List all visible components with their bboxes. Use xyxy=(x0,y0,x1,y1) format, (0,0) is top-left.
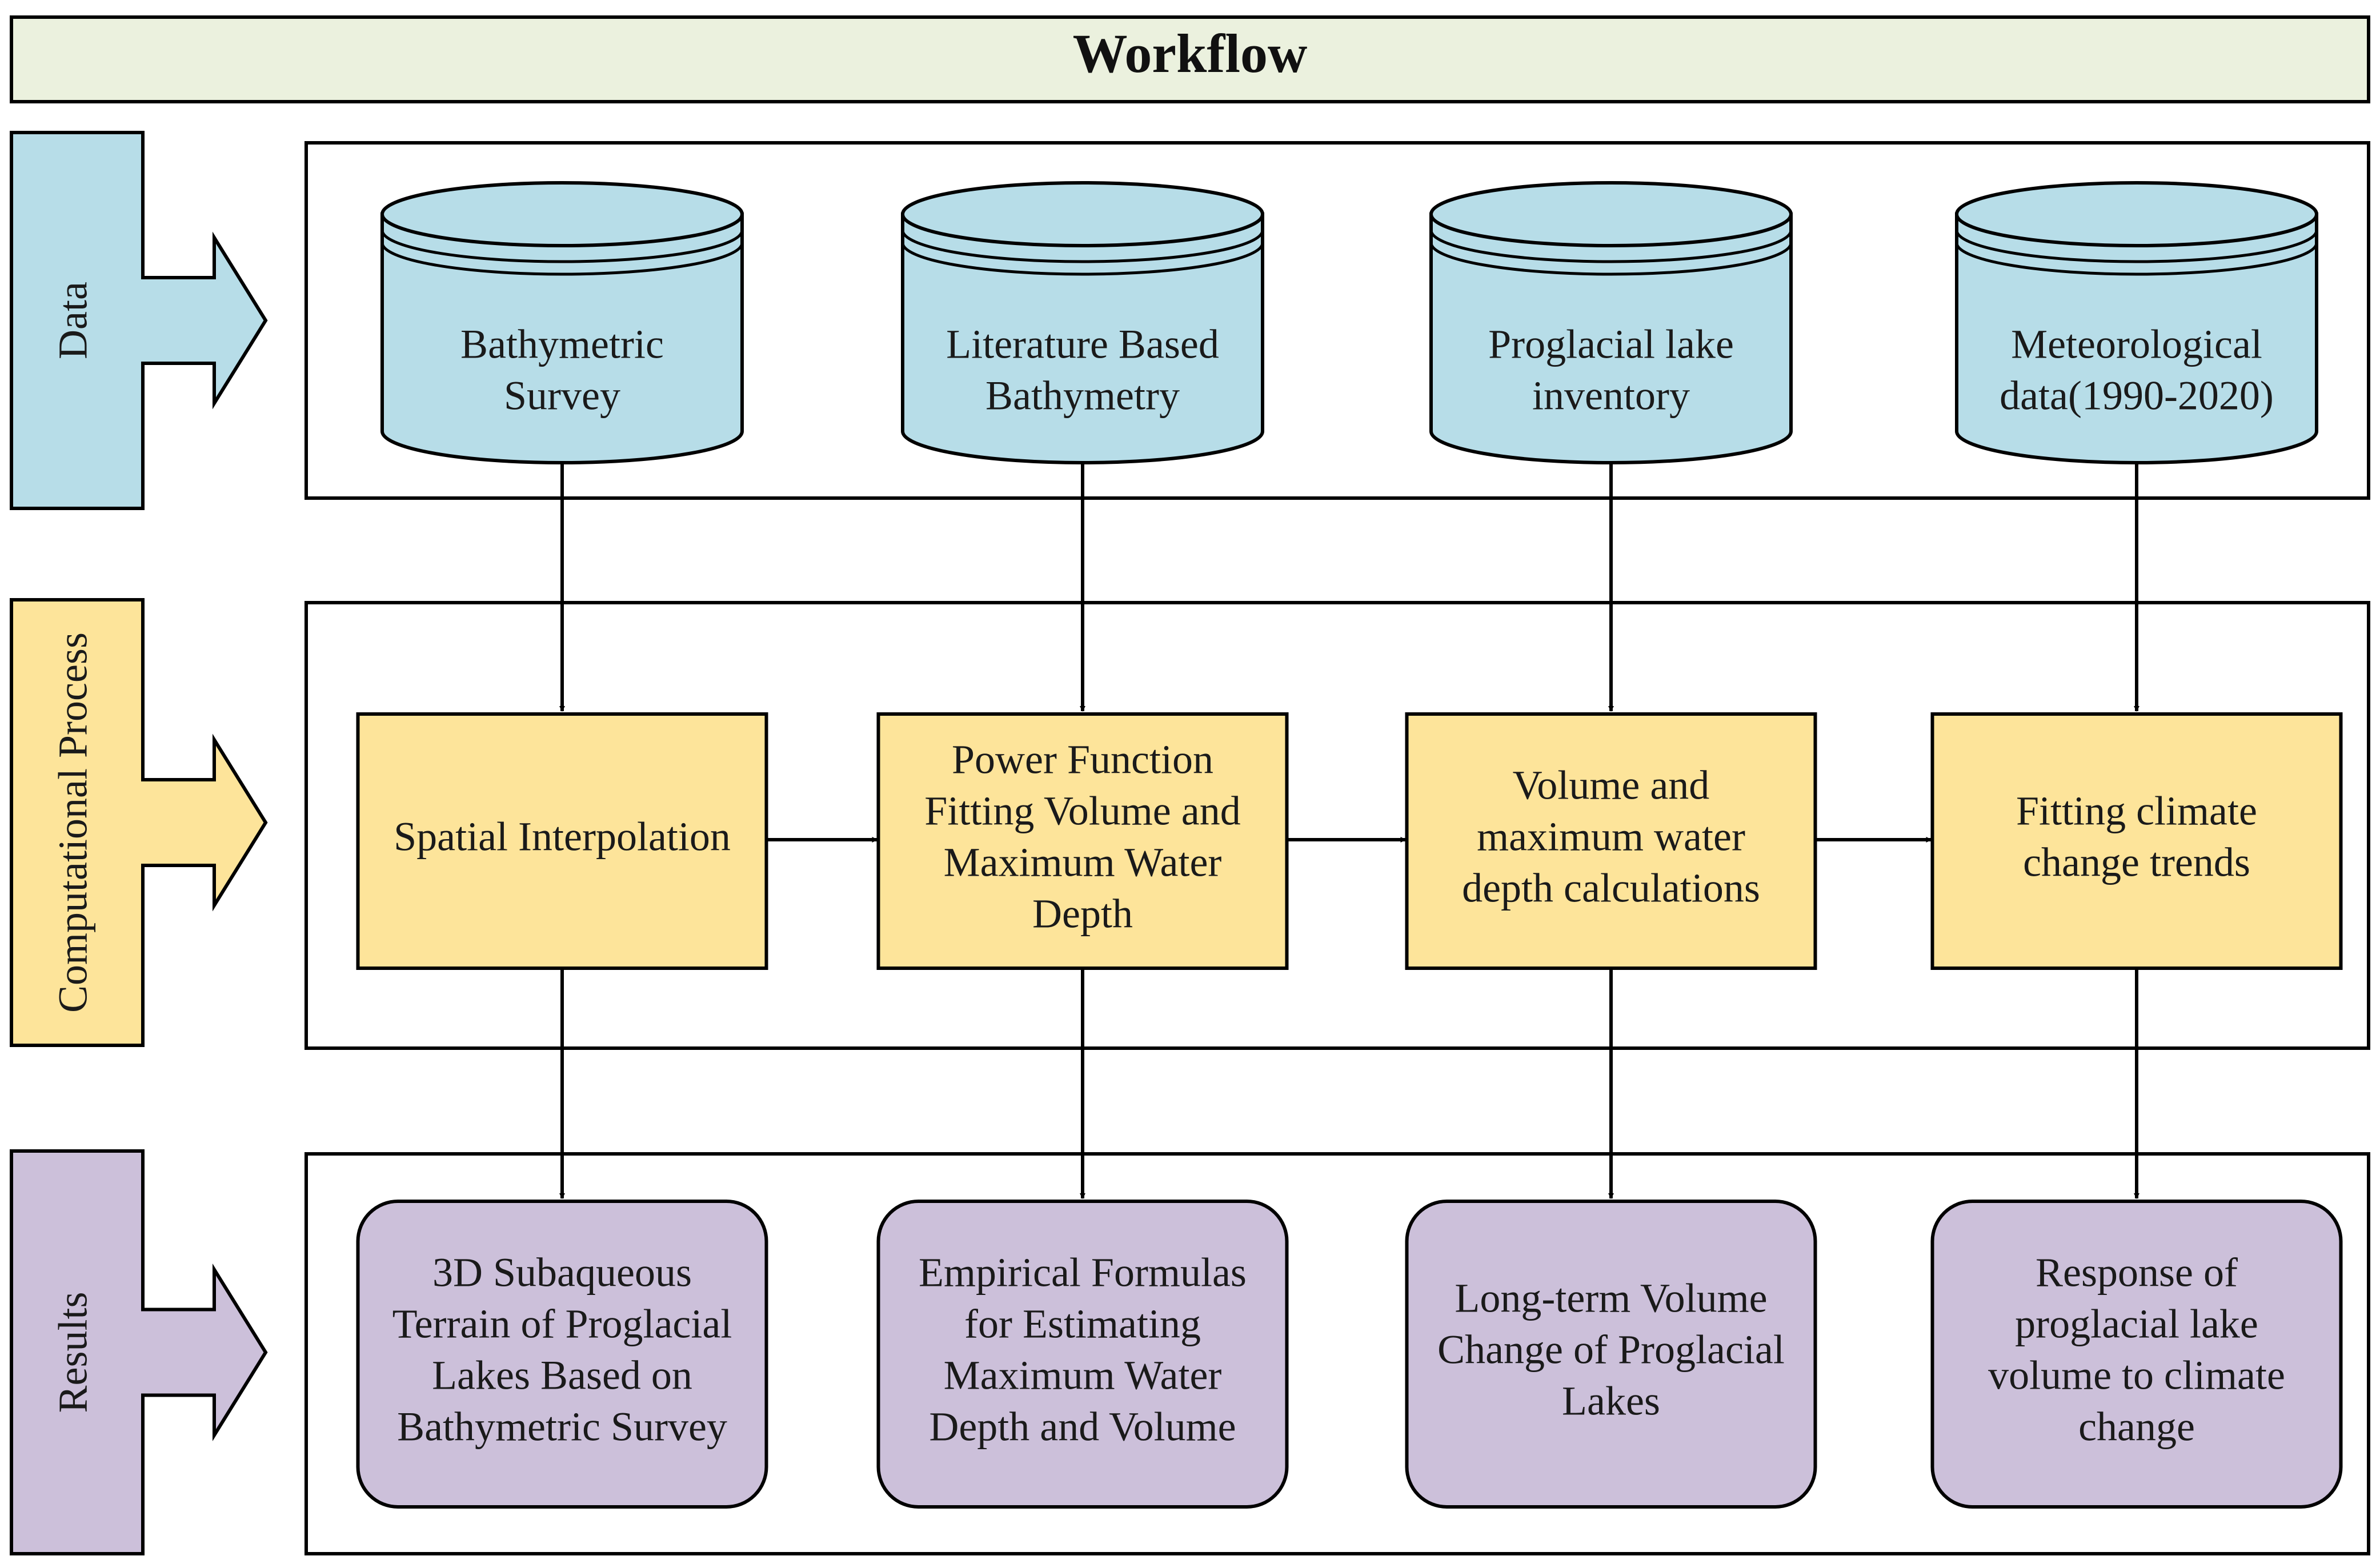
result-label-line: 3D Subaqueous xyxy=(432,1250,692,1296)
process-label-line: Maximum Water xyxy=(944,840,1222,885)
result-label-line: Terrain of Proglacial xyxy=(392,1301,732,1347)
result-label-line: Change of Proglacial xyxy=(1437,1327,1785,1373)
process-section-label: Computational Process xyxy=(50,632,96,1013)
title-banner xyxy=(10,15,2370,103)
data-source-label-line: Meteorological xyxy=(2011,322,2262,367)
data-source-label-line: inventory xyxy=(1532,373,1690,419)
result-label-line: Empirical Formulas xyxy=(919,1250,1247,1296)
process-box: Spatial Interpolation xyxy=(356,712,768,970)
data-panel xyxy=(304,141,2370,500)
result-box: Response of proglacial lake volume to clim… xyxy=(1930,1200,2343,1509)
process-label-line: Fitting Volume and xyxy=(924,788,1240,834)
process-box: Fitting climate change trends xyxy=(1930,712,2343,970)
data-source-label-line: Proglacial lake xyxy=(1488,322,1734,367)
data-source-label-line: Survey xyxy=(504,373,620,419)
process-label-line: Fitting climate xyxy=(2016,788,2257,834)
process-label-line: Spatial Interpolation xyxy=(394,814,731,860)
result-label-line: volume to climate xyxy=(1988,1353,2285,1398)
data-source-label-line: Bathymetry xyxy=(985,373,1180,419)
result-label-line: Lakes xyxy=(1562,1378,1660,1424)
process-panel xyxy=(304,601,2370,1050)
result-label-line: proglacial lake xyxy=(2015,1301,2258,1347)
process-label-line: Depth xyxy=(1032,891,1133,937)
process-box: Volume and maximum water depth calculation… xyxy=(1405,712,1817,970)
data-source-cylinder: Proglacial lake inventory xyxy=(1429,181,1793,464)
result-label-line: Maximum Water xyxy=(944,1353,1222,1398)
result-label-line: Long-term Volume xyxy=(1455,1276,1767,1321)
process-section-arrow xyxy=(10,598,268,1047)
process-label-line: maximum water xyxy=(1477,814,1745,860)
result-label-line: Bathymetric Survey xyxy=(397,1404,727,1450)
result-label-line: Lakes Based on xyxy=(432,1353,692,1398)
results-section-label: Results xyxy=(50,1292,96,1413)
result-box: Empirical Formulas for EstimatingMaximum … xyxy=(876,1200,1289,1509)
data-section-label: Data xyxy=(50,282,96,359)
diagram-title: Workflow xyxy=(1073,23,1308,84)
process-label-line: change trends xyxy=(2023,840,2250,885)
result-label-line: change xyxy=(2078,1404,2195,1450)
result-label-line: Depth and Volume xyxy=(929,1404,1236,1450)
data-source-label-line: data(1990-2020) xyxy=(2000,373,2274,419)
result-label-line: Response of xyxy=(2036,1250,2238,1296)
process-label-line: Power Function xyxy=(952,737,1213,783)
results-section-arrow xyxy=(10,1149,268,1555)
data-source-label-line: Bathymetric xyxy=(460,322,664,367)
process-label-line: Volume and xyxy=(1513,763,1710,808)
result-label-line: for Estimating xyxy=(964,1301,1201,1347)
data-source-cylinder: Meteorological data(1990-2020) xyxy=(1955,181,2318,464)
results-panel xyxy=(304,1152,2370,1555)
process-label-line: depth calculations xyxy=(1462,865,1760,911)
data-section-arrow xyxy=(10,131,268,510)
data-source-label-line: Literature Based xyxy=(946,322,1219,367)
